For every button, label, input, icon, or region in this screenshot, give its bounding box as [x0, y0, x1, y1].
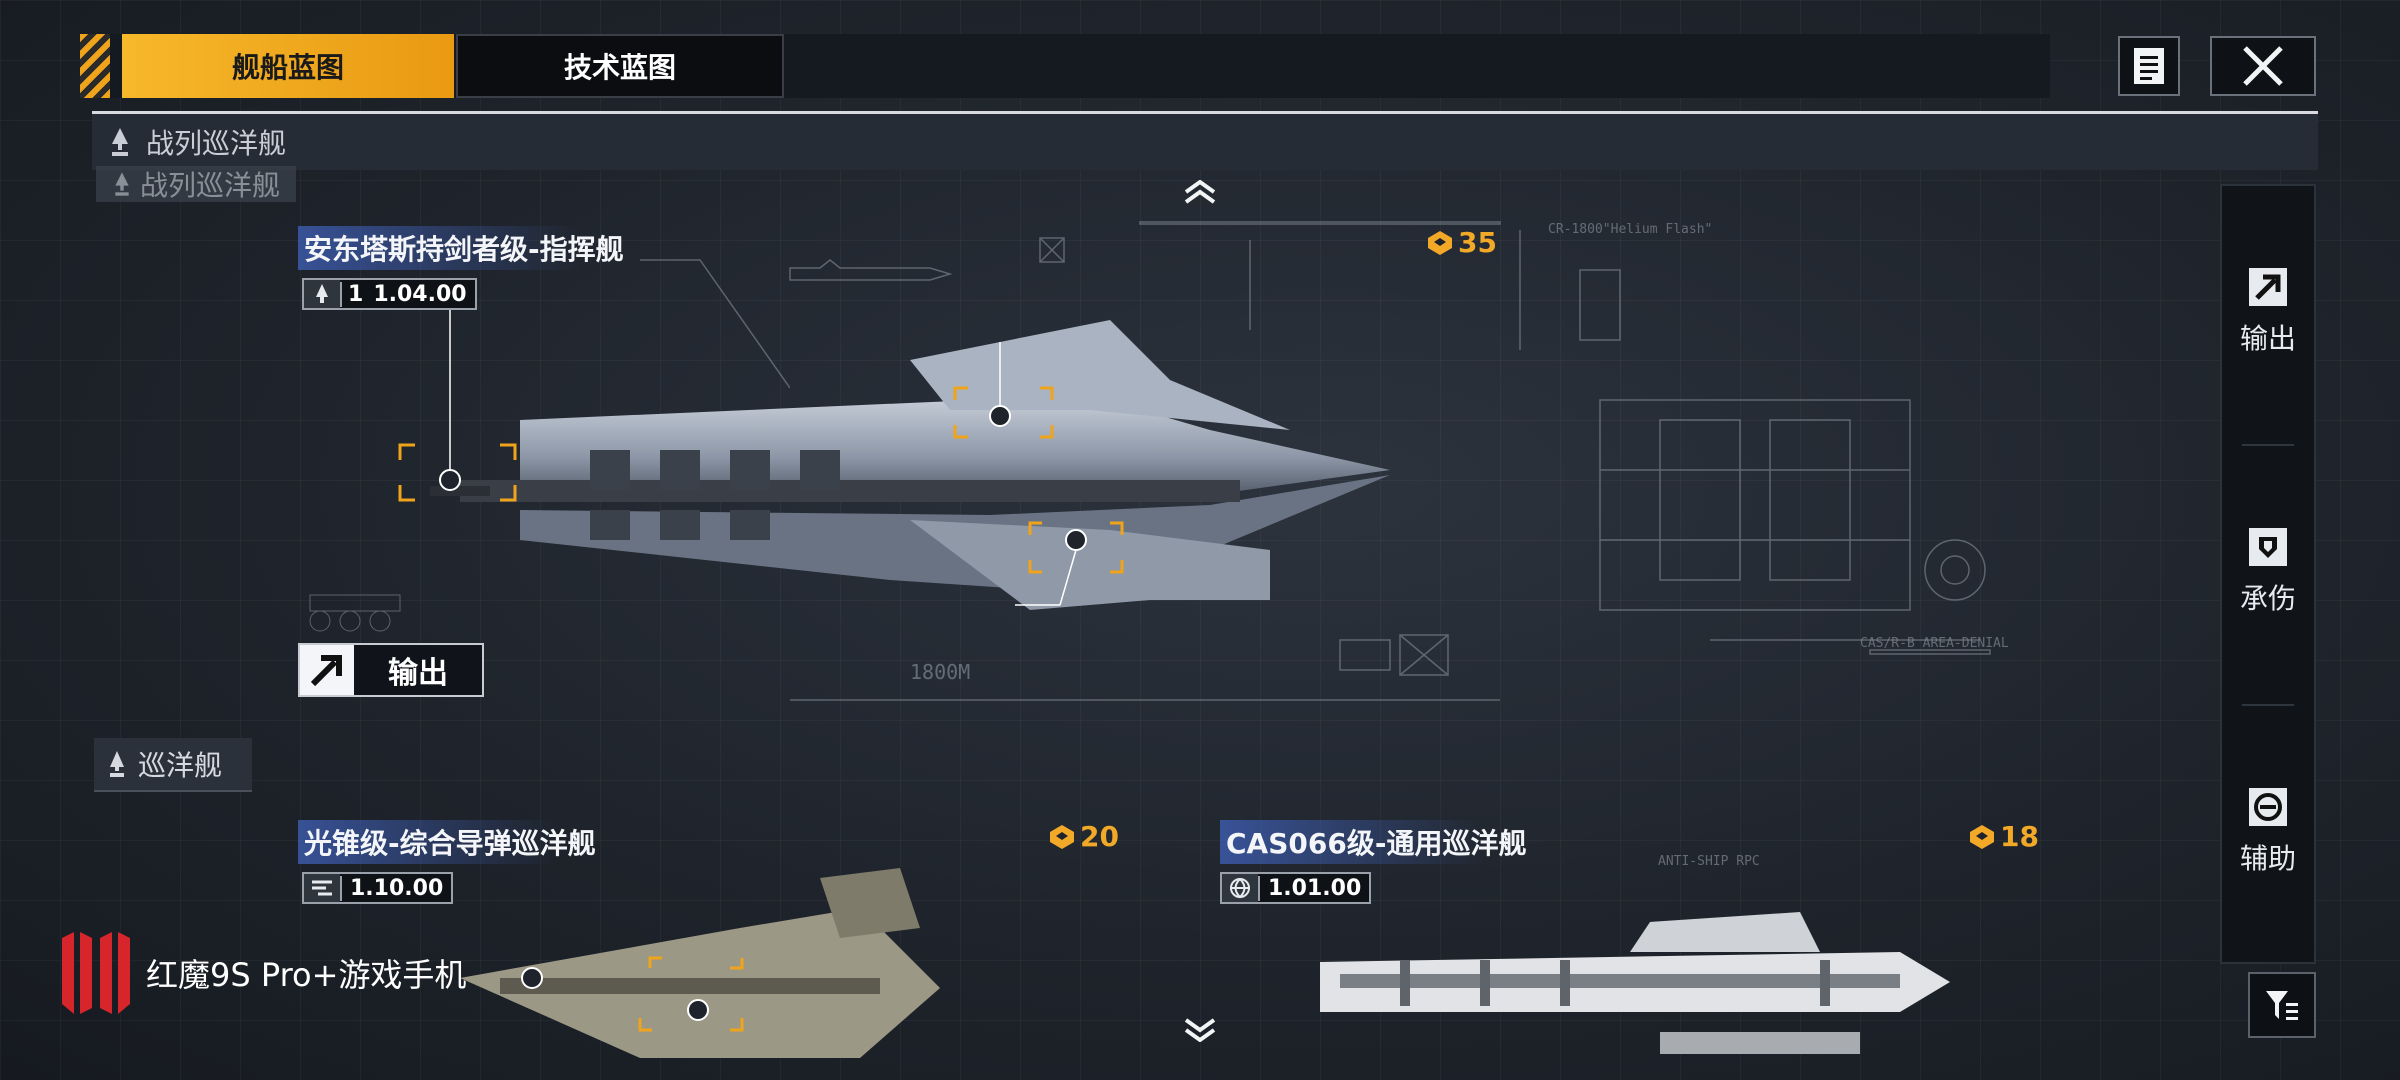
subsection-title: 巡洋舰 — [138, 749, 223, 782]
sidebar-item-output[interactable]: 输出 — [2222, 242, 2314, 382]
tab-ship-blueprint[interactable]: 舰船蓝图 — [122, 34, 454, 98]
blueprint-area-label: CAS/R-B AREA-DENIAL — [1860, 636, 2009, 651]
section-header-ghost: 战列巡洋舰 — [96, 166, 297, 202]
close-button[interactable] — [2210, 36, 2316, 96]
role-filter-sidebar: 输出 承伤 辅助 — [2220, 184, 2316, 964]
globe-icon — [1222, 874, 1258, 902]
ship-cost-value: 18 — [2000, 820, 2039, 853]
ship-name-1[interactable]: 安东塔斯持剑者级-指挥舰 — [298, 226, 630, 270]
section-title: 战列巡洋舰 — [146, 127, 287, 160]
arrow-output-icon — [300, 645, 354, 695]
sidebar-item-label: 辅助 — [2239, 842, 2296, 875]
faction-icon — [304, 874, 340, 902]
ship-cost-1: 35 — [1426, 226, 1497, 259]
scroll-up-icon[interactable] — [1182, 180, 1218, 204]
close-icon — [2243, 46, 2283, 86]
sidebar-divider — [2242, 704, 2294, 706]
filter-icon — [2266, 991, 2298, 1020]
ship-version: 1.01.00 — [1258, 875, 1369, 901]
ship-cost-3: 18 — [1968, 820, 2039, 853]
ship-model-2[interactable] — [440, 868, 960, 1068]
section-header-cruiser: 巡洋舰 — [94, 738, 252, 792]
document-button[interactable] — [2118, 36, 2180, 96]
blueprint-lines — [790, 221, 1991, 701]
support-icon — [2249, 788, 2287, 826]
shield-icon — [2249, 528, 2287, 566]
ship-class-icon — [112, 128, 128, 156]
ship-type-icon — [304, 280, 340, 308]
filter-button[interactable] — [2248, 972, 2316, 1038]
device-watermark: 红魔9S Pro+游戏手机 — [56, 928, 466, 1018]
ship-version: 1.04.00 — [373, 281, 467, 307]
sidebar-item-support[interactable]: 辅助 — [2222, 762, 2314, 902]
ship-model-3[interactable] — [1300, 912, 1960, 1062]
sidebar-divider — [2242, 444, 2294, 446]
role-output-button[interactable]: 输出 — [298, 643, 484, 697]
ship-tier-box-2: 1.10.00 — [302, 872, 454, 904]
command-point-icon — [1428, 230, 1452, 255]
ship-name-3[interactable]: CAS066级-通用巡洋舰 — [1220, 820, 1533, 864]
role-output-label: 输出 — [388, 656, 448, 691]
ship-tier: 1 — [340, 281, 369, 307]
command-point-icon — [1050, 824, 1074, 849]
sidebar-item-tank[interactable]: 承伤 — [2222, 502, 2314, 642]
ship-version: 1.10.00 — [340, 875, 451, 901]
blueprint-anti-label: ANTI-SHIP RPC — [1658, 854, 1760, 869]
section-ghost-title: 战列巡洋舰 — [140, 169, 281, 202]
leader-line — [640, 259, 790, 389]
tab-tech-blueprint[interactable]: 技术蓝图 — [456, 34, 784, 98]
ship-tier-box-3: 1.01.00 — [1220, 872, 1372, 904]
ship-class-icon — [110, 751, 124, 777]
watermark-text: 红魔9S Pro+游戏手机 — [146, 956, 467, 994]
ship-class-icon — [115, 172, 129, 196]
section-header-battlecruiser: 战列巡洋舰 — [92, 114, 2318, 170]
sidebar-item-label: 输出 — [2239, 322, 2296, 355]
document-icon — [2134, 48, 2164, 84]
sidebar-item-label: 承伤 — [2239, 582, 2296, 615]
ship-cost-2: 20 — [1048, 820, 1119, 853]
mini-ship-outline — [789, 259, 953, 281]
command-point-icon — [1970, 824, 1994, 849]
ship-cost-value: 20 — [1080, 820, 1119, 853]
ship-name-2[interactable]: 光锥级-综合导弹巡洋舰 — [298, 820, 602, 864]
arrow-output-icon — [2249, 268, 2287, 306]
red-magic-logo-icon — [62, 932, 130, 1014]
top-divider — [92, 111, 2318, 114]
blueprint-length-label: 1800M — [910, 660, 971, 684]
mini-tank-outline — [309, 594, 401, 632]
ship-cost-value: 35 — [1458, 226, 1497, 259]
ship-tier-box-1: 1 1.04.00 — [302, 278, 477, 310]
scroll-down-icon[interactable] — [1182, 1018, 1218, 1042]
top-bar-stripe — [80, 34, 110, 98]
ship-model-1[interactable] — [390, 300, 1410, 650]
blueprint-model-label: CR-1800"Helium Flash" — [1548, 222, 1713, 237]
